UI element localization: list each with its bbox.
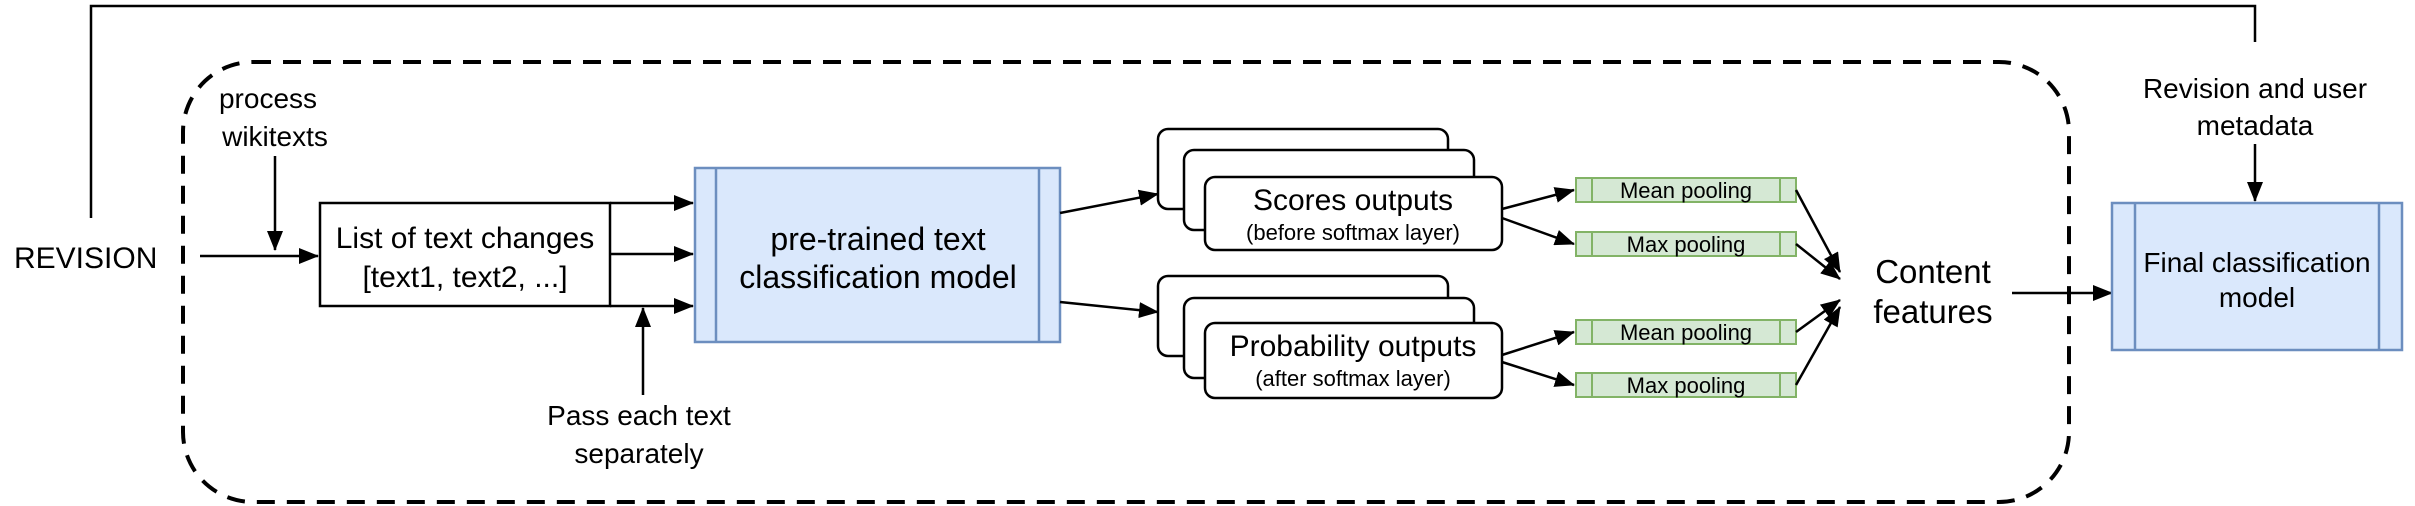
probability-mean-to-content-arrow bbox=[1795, 298, 1841, 334]
probability-outputs-box bbox=[1203, 321, 1504, 400]
pass-separately-label-line2: separately bbox=[574, 438, 703, 469]
probability-outputs-title: Probability outputs bbox=[1230, 330, 1477, 363]
scores-mean-pooling-box: Mean pooling bbox=[1575, 177, 1797, 203]
content-features-label-line2: features bbox=[1873, 293, 1992, 330]
scores-mean-pooling-label: Mean pooling bbox=[1620, 178, 1752, 203]
metadata-label-line2: metadata bbox=[2197, 110, 2314, 141]
probability-mean-pooling-box: Mean pooling bbox=[1575, 319, 1797, 345]
pretrained-model-label-line2: classification model bbox=[739, 259, 1016, 295]
model-to-probability-arrow bbox=[1059, 300, 1159, 319]
text-changes-label-line2: [text1, text2, ...] bbox=[362, 261, 567, 294]
final-model-label-line1: Final classification bbox=[2143, 247, 2370, 278]
text-changes-box bbox=[318, 201, 612, 308]
scores-outputs-title: Scores outputs bbox=[1253, 184, 1453, 217]
final-model-box bbox=[2110, 201, 2404, 352]
scores-max-pooling-box: Max pooling bbox=[1575, 231, 1797, 257]
scores-outputs-box bbox=[1203, 175, 1504, 252]
probability-to-mean-arrow bbox=[1501, 330, 1575, 357]
probability-mean-pooling-label: Mean pooling bbox=[1620, 320, 1752, 345]
revision-bypass-line bbox=[89, 4, 2257, 218]
scores-outputs-subtitle: (before softmax layer) bbox=[1246, 220, 1460, 245]
scores-mean-to-content-arrow bbox=[1794, 189, 1842, 273]
pretrained-model-box bbox=[693, 166, 1062, 344]
scores-to-mean-arrow bbox=[1501, 187, 1575, 211]
process-wikitexts-label-line2: wikitexts bbox=[221, 121, 328, 152]
probability-max-pooling-box: Max pooling bbox=[1575, 372, 1797, 398]
revision-label: REVISION bbox=[14, 242, 157, 275]
pretrained-model-label-line1: pre-trained text bbox=[770, 221, 985, 257]
pass-separately-label-line1: Pass each text bbox=[547, 400, 731, 431]
process-wikitexts-label-line1: process bbox=[219, 83, 317, 114]
metadata-label-line1: Revision and user bbox=[2143, 73, 2367, 104]
scores-max-to-content-arrow bbox=[1795, 243, 1841, 280]
final-model-label-line2: model bbox=[2219, 282, 2295, 313]
probability-max-to-content-arrow bbox=[1794, 306, 1842, 386]
model-to-scores-arrow bbox=[1059, 189, 1159, 215]
scores-max-pooling-label: Max pooling bbox=[1627, 232, 1746, 257]
probability-to-max-arrow bbox=[1501, 360, 1575, 387]
text-changes-label-line1: List of text changes bbox=[336, 222, 595, 255]
scores-to-max-arrow bbox=[1501, 216, 1575, 246]
probability-max-pooling-label: Max pooling bbox=[1627, 373, 1746, 398]
content-features-label-line1: Content bbox=[1875, 253, 1991, 290]
probability-outputs-subtitle: (after softmax layer) bbox=[1255, 366, 1451, 391]
content-feature-container bbox=[181, 60, 2071, 504]
